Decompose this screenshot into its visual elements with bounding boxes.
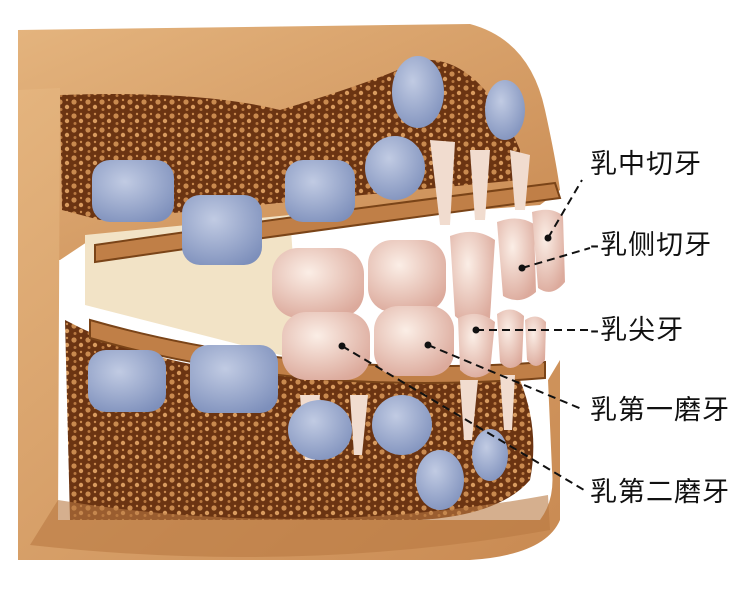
label-deciduous-central-incisor: 乳中切牙 (590, 149, 702, 180)
tooth-bud (190, 345, 278, 413)
lower-deciduous-molar (282, 312, 370, 380)
tooth-bud (285, 160, 355, 222)
lower-deciduous-incisor (525, 316, 546, 366)
lower-deciduous-incisor (497, 309, 524, 368)
upper-deciduous-canine (450, 231, 495, 324)
tooth-bud (392, 56, 444, 128)
tooth-bud (416, 450, 464, 510)
upper-root (470, 150, 490, 220)
upper-root (430, 140, 455, 225)
leader-line-central-incisor (547, 179, 583, 239)
tooth-bud (365, 136, 425, 200)
label-deciduous-canine: -乳尖牙 (590, 315, 685, 346)
tooth-bud (288, 400, 352, 460)
leader-line-second-molar (341, 345, 585, 491)
upper-root (510, 150, 530, 210)
label-deciduous-second-molar: 乳第二磨牙 (590, 477, 730, 508)
lower-deciduous-molar (374, 306, 454, 376)
tooth-bud (182, 195, 262, 265)
tooth-bud (472, 429, 508, 481)
upper-deciduous-central-incisor (532, 209, 565, 292)
tooth-bud (485, 80, 525, 140)
upper-deciduous-molar (368, 240, 446, 312)
label-deciduous-lateral-incisor: -乳侧切牙 (590, 230, 713, 261)
tooth-bud (372, 395, 432, 455)
label-deciduous-first-molar: 乳第一磨牙 (590, 395, 730, 426)
upper-deciduous-lateral-incisor (497, 218, 536, 301)
tooth-bud (92, 160, 174, 222)
leader-line-lateral-incisor (521, 247, 591, 269)
upper-deciduous-molar (272, 248, 364, 318)
tooth-bud (88, 350, 166, 412)
lower-deciduous-canine (458, 313, 495, 378)
leader-line-first-molar (427, 344, 585, 411)
